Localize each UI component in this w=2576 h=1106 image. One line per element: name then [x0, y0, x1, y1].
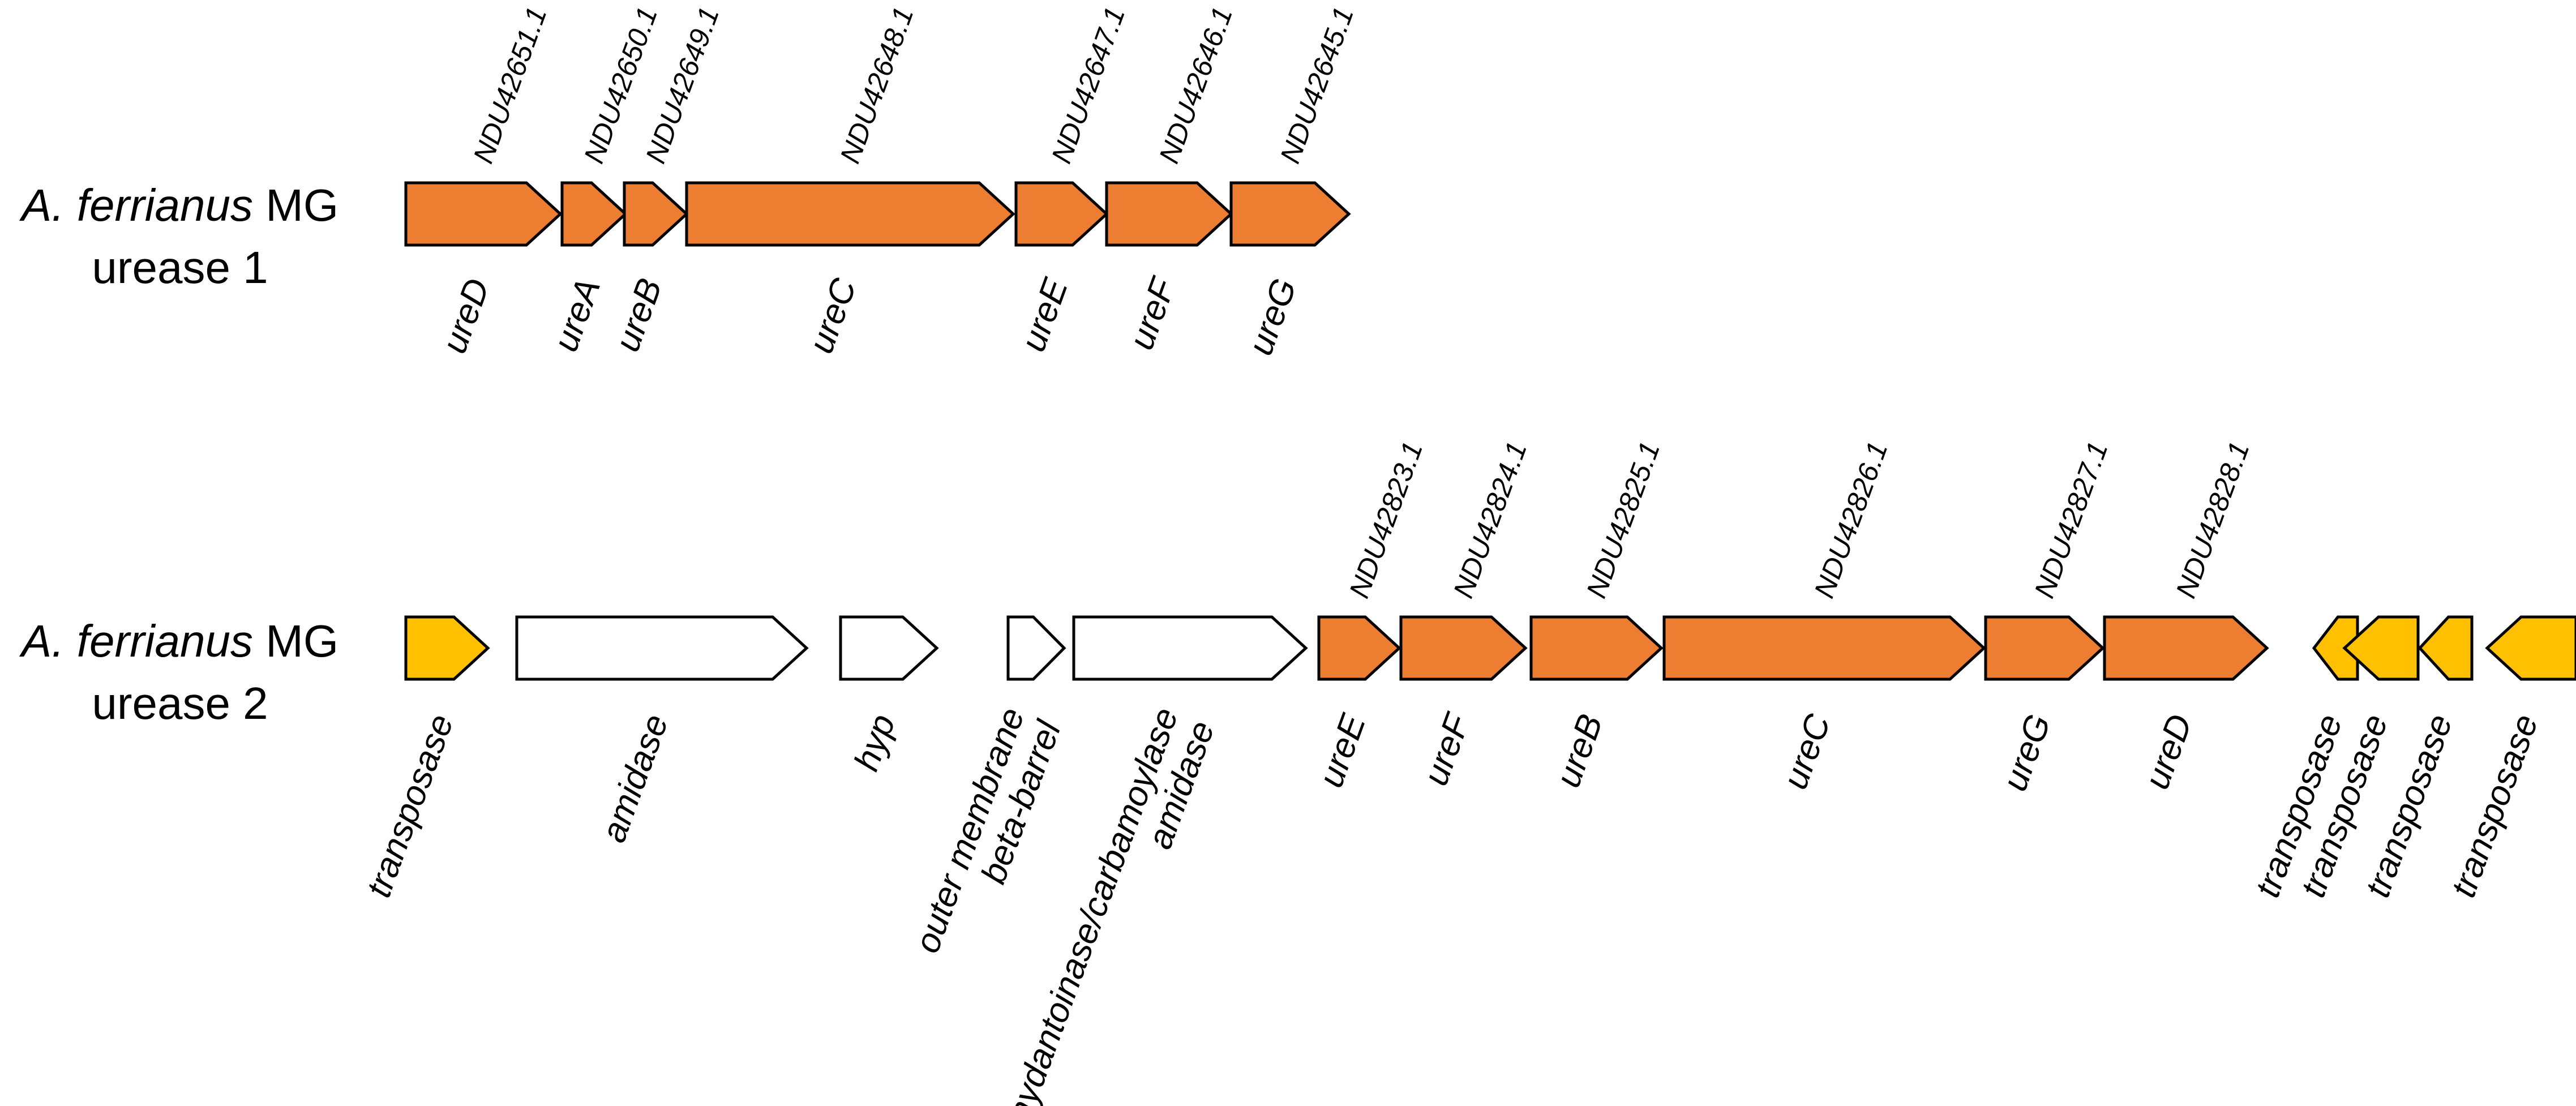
gene-label: ureD: [435, 273, 498, 358]
accession-label: NDU42828.1: [2170, 438, 2255, 602]
gene-arrow-urease: [1399, 615, 1528, 681]
gene-label: ureF: [1122, 272, 1184, 354]
gene-label: ureF: [1416, 708, 1478, 790]
accession-label: NDU42648.1: [834, 3, 919, 168]
gene-arrow-other: [1072, 615, 1308, 681]
accession-label: NDU42645.1: [1274, 3, 1360, 168]
cluster-1-title: A. ferrianus MG urease 1: [19, 180, 338, 293]
gene-arrow-transposase: [2485, 615, 2576, 681]
accession-label: NDU42646.1: [1153, 3, 1238, 168]
gene-label: transposase: [2444, 709, 2545, 902]
gene-arrow-transposase: [404, 615, 490, 681]
gene-label: outer membranebeta-barrel: [907, 701, 1069, 971]
cluster-1-genes: ureDNDU42651.1ureANDU42650.1ureBNDU42649…: [404, 3, 1360, 360]
gene-label: ureE: [1311, 709, 1374, 792]
gene-label: ureC: [1776, 709, 1838, 794]
gene-arrow-urease: [1014, 181, 1109, 247]
cluster-2-title-line1: A. ferrianus MG: [19, 616, 338, 666]
gene-label: ureB: [608, 273, 670, 357]
gene-label: ureD: [2137, 709, 2200, 794]
gene-arrow-urease: [685, 181, 1015, 247]
gene-arrow-other: [515, 615, 809, 681]
gene-arrow-urease: [623, 181, 689, 247]
gene-label: ureB: [1549, 709, 1611, 792]
accession-label: NDU42651.1: [467, 3, 552, 168]
cluster-1-title-line1: A. ferrianus MG: [19, 180, 338, 230]
accession-label: NDU42825.1: [1580, 438, 1666, 602]
gene-arrow-urease: [1229, 181, 1351, 247]
gene-arrow-urease: [2103, 615, 2269, 681]
accession-label: NDU42824.1: [1447, 438, 1533, 602]
cluster-2-title: A. ferrianus MG urease 2: [19, 616, 338, 728]
cluster-1-title-line2: urease 1: [92, 242, 268, 293]
gene-label: ureG: [1995, 709, 2059, 796]
gene-arrow-urease: [1317, 615, 1401, 681]
gene-label: amidase: [594, 709, 676, 847]
gene-label: ureG: [1241, 273, 1304, 360]
gene-arrow-transposase: [2418, 615, 2474, 681]
gene-arrow-other: [839, 615, 939, 681]
gene-label: transposase: [359, 709, 461, 902]
gene-arrow-urease: [404, 181, 563, 247]
accession-label: NDU42827.1: [2028, 438, 2114, 602]
gene-label: ureC: [801, 273, 864, 358]
gene-label: hyp: [847, 709, 903, 776]
gene-label: ureE: [1014, 273, 1076, 357]
gene-arrow-urease: [1662, 615, 1986, 681]
accession-label: NDU42647.1: [1045, 3, 1131, 168]
accession-label: NDU42823.1: [1343, 438, 1429, 602]
gene-arrow-urease: [560, 181, 628, 247]
accession-label: NDU42826.1: [1808, 438, 1893, 602]
cluster-2-title-line2: urease 2: [92, 678, 268, 728]
gene-arrow-urease: [1529, 615, 1664, 681]
gene-arrow-urease: [1105, 181, 1233, 247]
gene-arrow-urease: [1984, 615, 2105, 681]
gene-arrow-other: [1006, 615, 1066, 681]
gene-label: ureA: [546, 273, 608, 357]
